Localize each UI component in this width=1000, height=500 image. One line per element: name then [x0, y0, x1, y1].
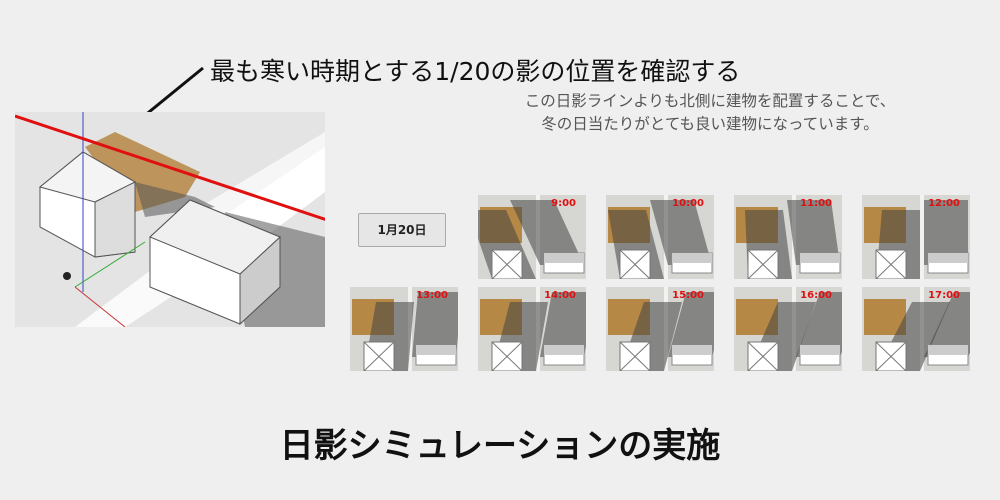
time-label: 15:00	[672, 290, 704, 301]
time-label: 9:00	[551, 198, 576, 209]
time-label: 10:00	[672, 198, 704, 209]
tile-drawing	[478, 195, 586, 279]
tile-drawing	[350, 287, 458, 371]
shadow-tile: 13:00	[350, 287, 458, 371]
3d-shadow-scene	[14, 112, 334, 328]
tile-drawing	[478, 287, 586, 371]
time-label: 14:00	[544, 290, 576, 301]
shadow-tile: 11:00	[734, 195, 842, 279]
tile-drawing	[606, 195, 714, 279]
shadow-tile: 9:00	[478, 195, 586, 279]
shadow-tile: 16:00	[734, 287, 842, 371]
tile-drawing	[734, 195, 842, 279]
shadow-tile: 12:00	[862, 195, 970, 279]
note-line-1: この日影ラインよりも北側に建物を配置することで、	[524, 92, 896, 110]
time-label: 12:00	[928, 198, 960, 209]
headline: 最も寒い時期とする1/20の影の位置を確認する	[210, 57, 741, 86]
scene-drawing	[14, 112, 334, 328]
tile-drawing	[862, 195, 970, 279]
time-label: 11:00	[800, 198, 832, 209]
time-label: 16:00	[800, 290, 832, 301]
tile-drawing	[606, 287, 714, 371]
shadow-tile: 17:00	[862, 287, 970, 371]
time-label: 13:00	[416, 290, 448, 301]
date-button[interactable]: 1月20日	[358, 213, 446, 247]
note: この日影ラインよりも北側に建物を配置することで、 冬の日当たりがとても良い建物に…	[470, 90, 950, 136]
shadow-tile: 14:00	[478, 287, 586, 371]
tile-drawing	[862, 287, 970, 371]
tile-drawing	[734, 287, 842, 371]
shadow-tile: 10:00	[606, 195, 714, 279]
page-title: 日影シミュレーションの実施	[279, 426, 721, 466]
time-label: 17:00	[928, 290, 960, 301]
note-line-2: 冬の日当たりがとても良い建物になっています。	[541, 115, 879, 133]
shadow-tile: 15:00	[606, 287, 714, 371]
